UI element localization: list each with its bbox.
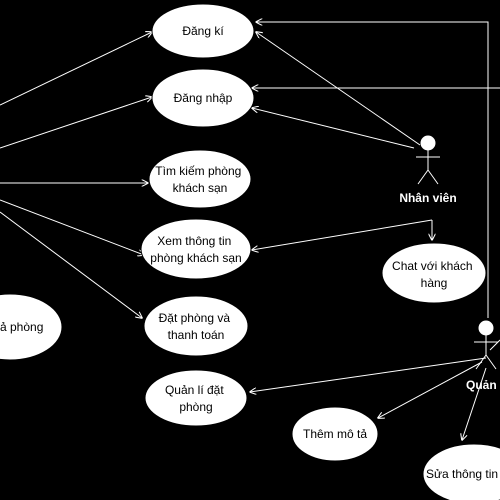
use-case-label: Đăng nhập — [174, 91, 233, 105]
svg-text:Chat với khách hàng: Chat với khách hàng — [392, 259, 476, 290]
svg-text:Sửa thông tin: Sửa thông tin — [426, 467, 498, 481]
use-case-xem-thong-tin[interactable]: Xem thông tin phòng khách sạn — [140, 218, 252, 280]
use-case-sua-thong-tin[interactable]: Sửa thông tin — [422, 443, 500, 500]
use-case-label-line1: Quản lí đặt — [165, 383, 224, 397]
conn-ql-quan-li — [250, 357, 487, 392]
use-case-quan-li-dat-phong[interactable]: Quản lí đặt phòng — [144, 369, 248, 427]
use-case-dang-ki[interactable]: Đăng kí — [151, 3, 255, 59]
use-case-label-line1: Chat với khách — [392, 259, 473, 273]
svg-text:Tìm kiếm phòng khách sạn: Tìm kiếm phòng khách sạn — [155, 164, 244, 195]
svg-text:ả phòng: ả phòng — [0, 320, 43, 334]
use-case-tim-kiem[interactable]: Tìm kiếm phòng khách sạn — [148, 149, 252, 209]
use-case-label: ả phòng — [0, 320, 43, 334]
use-case-label-line1: Đặt phòng và — [159, 311, 231, 325]
actor-head-icon — [420, 135, 436, 151]
use-case-label-line2: khách sạn — [173, 181, 228, 195]
use-case-label: Thêm mô tả — [303, 427, 367, 441]
conn-left-dang-ki — [0, 32, 152, 106]
conn-left-xem — [0, 199, 144, 255]
use-case-dat-phong[interactable]: Đặt phòng và thanh toán — [143, 295, 249, 357]
actor-label: Nhân viên — [399, 191, 456, 205]
svg-text:Đăng kí: Đăng kí — [182, 24, 224, 38]
use-case-label-line2: thanh toán — [168, 328, 225, 342]
svg-text:Đăng nhập: Đăng nhập — [174, 91, 233, 105]
use-case-label: Sửa thông tin — [426, 467, 498, 481]
use-case-label: Đăng kí — [182, 24, 224, 38]
use-case-label-line2: phòng khách sạn — [150, 251, 241, 265]
conn-ql-sua — [462, 367, 487, 440]
use-case-label-line1: Tìm kiếm phòng — [155, 164, 241, 178]
use-case-label-line2: phòng — [179, 400, 212, 414]
conn-ql-dang-ki — [256, 22, 489, 318]
svg-text:Quản lí đặt phòng: Quản lí đặt phòng — [165, 383, 227, 414]
use-case-partial-left[interactable]: ả phòng — [0, 293, 63, 361]
use-case-dang-nhap[interactable]: Đăng nhập — [151, 68, 255, 128]
svg-text:Quản l: Quản l — [466, 378, 500, 392]
connectors — [0, 22, 500, 440]
conn-nv-dang-nhap — [252, 108, 415, 149]
conn-nv-xem — [252, 219, 433, 250]
svg-text:Nhân viên: Nhân viên — [399, 191, 456, 205]
conn-ql-them-mo-ta — [378, 361, 483, 418]
use-case-them-mo-ta[interactable]: Thêm mô tả — [291, 406, 379, 462]
svg-text:Đặt phòng và thanh toán: Đặt phòng và thanh toán — [159, 311, 234, 342]
svg-text:Thêm mô tả: Thêm mô tả — [303, 427, 367, 441]
actor-label: Quản l — [466, 378, 500, 392]
conn-ql-right — [489, 339, 500, 351]
actor-quan-ly[interactable]: Quản l — [466, 320, 500, 392]
svg-text:Xem thông tin phòng khác: Xem thông tin phòng khách sạn — [150, 234, 241, 265]
actor-nhan-vien[interactable]: Nhân viên — [399, 135, 457, 205]
actor-head-icon — [478, 320, 494, 336]
conn-left-dat-phong — [0, 211, 142, 318]
use-case-label-line2: hàng — [421, 276, 448, 290]
use-case-label-line1: Xem thông tin — [157, 234, 231, 248]
conn-left-dang-nhap — [0, 97, 152, 149]
use-case-chat[interactable]: Chat với khách hàng — [381, 242, 487, 304]
